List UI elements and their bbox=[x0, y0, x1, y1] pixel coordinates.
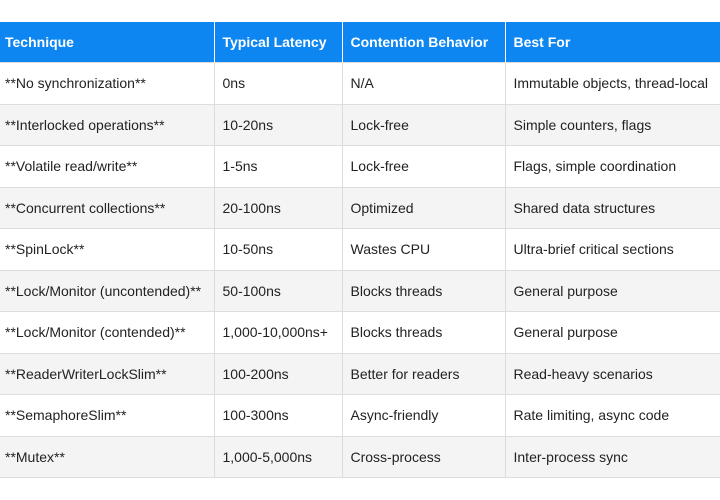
cell-best-for: Rate limiting, async code bbox=[504, 394, 720, 437]
cell-technique: **Volatile read/write** bbox=[0, 145, 215, 188]
cell-contention: Wastes CPU bbox=[341, 228, 506, 271]
header-row: Technique Typical Latency Contention Beh… bbox=[0, 22, 720, 63]
table-row: **Mutex** 1,000-5,000ns Cross-process In… bbox=[0, 435, 720, 478]
cell-best-for: Ultra-brief critical sections bbox=[504, 228, 720, 271]
header-best-for: Best For bbox=[504, 22, 720, 63]
cell-technique: **ReaderWriterLockSlim** bbox=[0, 352, 215, 395]
header-typical-latency: Typical Latency bbox=[213, 22, 343, 63]
cell-latency: 100-300ns bbox=[213, 394, 343, 437]
cell-latency: 20-100ns bbox=[213, 186, 343, 229]
cell-technique: **Interlocked operations** bbox=[0, 103, 215, 146]
table-row: **No synchronization** 0ns N/A Immutable… bbox=[0, 62, 720, 105]
table-row: **SpinLock** 10-50ns Wastes CPU Ultra-br… bbox=[0, 228, 720, 271]
cell-contention: Cross-process bbox=[341, 435, 506, 478]
cell-contention: Lock-free bbox=[341, 103, 506, 146]
cell-technique: **Lock/Monitor (contended)** bbox=[0, 311, 215, 354]
table-row: **SemaphoreSlim** 100-300ns Async-friend… bbox=[0, 394, 720, 437]
cell-best-for: Flags, simple coordination bbox=[504, 145, 720, 188]
table-row: **ReaderWriterLockSlim** 100-200ns Bette… bbox=[0, 352, 720, 395]
cell-contention: Optimized bbox=[341, 186, 506, 229]
header-technique: Technique bbox=[0, 22, 215, 63]
cell-technique: **Concurrent collections** bbox=[0, 186, 215, 229]
header-contention-behavior: Contention Behavior bbox=[341, 22, 506, 63]
cell-contention: Async-friendly bbox=[341, 394, 506, 437]
cell-latency: 10-20ns bbox=[213, 103, 343, 146]
cell-best-for: Simple counters, flags bbox=[504, 103, 720, 146]
table-row: **Lock/Monitor (uncontended)** 50-100ns … bbox=[0, 269, 720, 312]
table-row: **Concurrent collections** 20-100ns Opti… bbox=[0, 186, 720, 229]
table-row: **Volatile read/write** 1-5ns Lock-free … bbox=[0, 145, 720, 188]
cell-latency: 0ns bbox=[213, 62, 343, 105]
cell-latency: 1-5ns bbox=[213, 145, 343, 188]
cell-technique: **Lock/Monitor (uncontended)** bbox=[0, 269, 215, 312]
cell-latency: 1,000-5,000ns bbox=[213, 435, 343, 478]
cell-contention: N/A bbox=[341, 62, 506, 105]
cell-best-for: Immutable objects, thread-local bbox=[504, 62, 720, 105]
cell-contention: Blocks threads bbox=[341, 269, 506, 312]
cell-latency: 10-50ns bbox=[213, 228, 343, 271]
cell-best-for: General purpose bbox=[504, 311, 720, 354]
cell-contention: Blocks threads bbox=[341, 311, 506, 354]
sync-techniques-table: Technique Typical Latency Contention Beh… bbox=[0, 22, 720, 478]
cell-technique: **SpinLock** bbox=[0, 228, 215, 271]
cell-best-for: Read-heavy scenarios bbox=[504, 352, 720, 395]
table-header: Technique Typical Latency Contention Beh… bbox=[0, 22, 720, 63]
cell-technique: **No synchronization** bbox=[0, 62, 215, 105]
cell-latency: 50-100ns bbox=[213, 269, 343, 312]
cell-contention: Better for readers bbox=[341, 352, 506, 395]
cell-best-for: Shared data structures bbox=[504, 186, 720, 229]
cell-best-for: General purpose bbox=[504, 269, 720, 312]
table-row: **Interlocked operations** 10-20ns Lock-… bbox=[0, 103, 720, 146]
cell-best-for: Inter-process sync bbox=[504, 435, 720, 478]
cell-latency: 1,000-10,000ns+ bbox=[213, 311, 343, 354]
table-body: **No synchronization** 0ns N/A Immutable… bbox=[0, 62, 720, 478]
cell-technique: **SemaphoreSlim** bbox=[0, 394, 215, 437]
cell-latency: 100-200ns bbox=[213, 352, 343, 395]
cell-technique: **Mutex** bbox=[0, 435, 215, 478]
cell-contention: Lock-free bbox=[341, 145, 506, 188]
table-row: **Lock/Monitor (contended)** 1,000-10,00… bbox=[0, 311, 720, 354]
